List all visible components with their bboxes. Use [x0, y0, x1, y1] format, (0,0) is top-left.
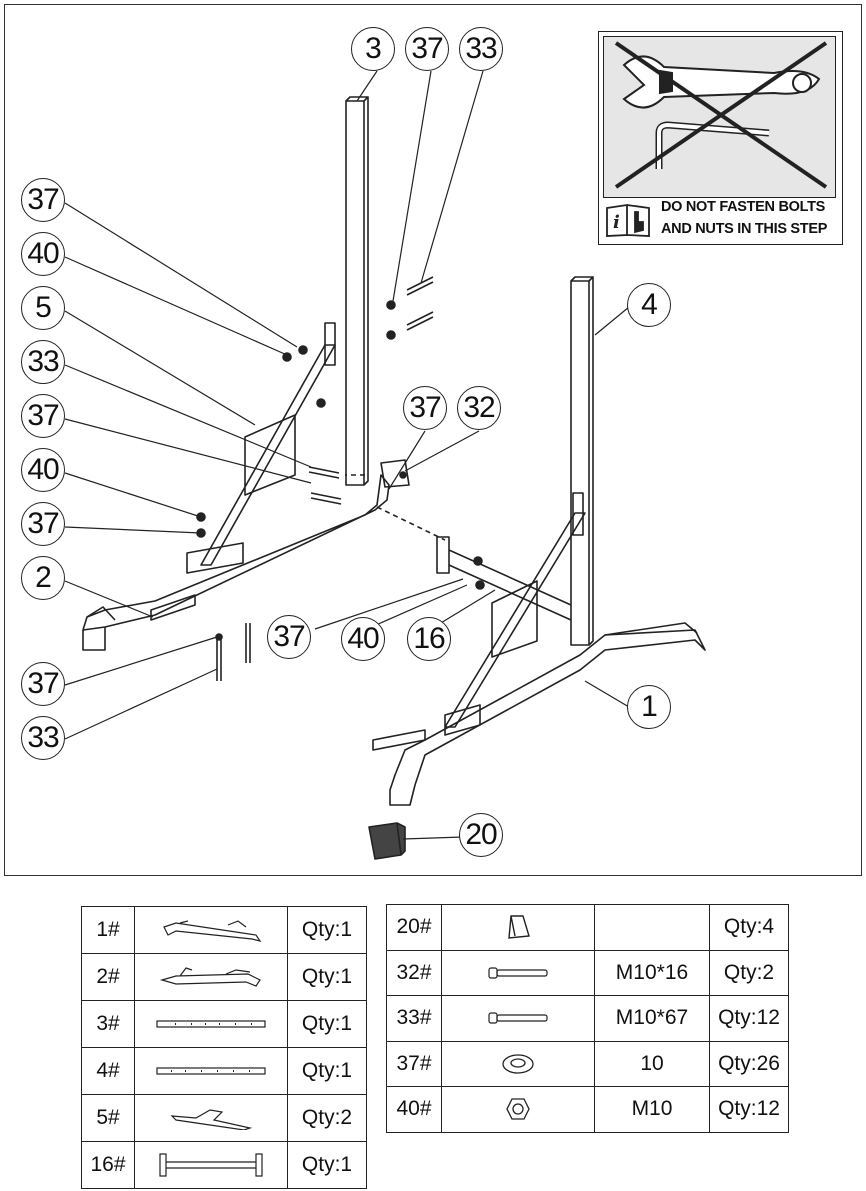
- part-2-thumbnail: [134, 953, 288, 1001]
- table-row: 40# M10 Qty:12: [386, 1086, 789, 1133]
- part-1-thumbnail: [134, 906, 288, 954]
- info-manual-icon: i: [605, 202, 651, 238]
- table-row: 32# M10*16 Qty:2: [386, 949, 789, 996]
- part-3-upright: [345, 96, 369, 486]
- table-row: 20# Qty:4: [386, 904, 789, 951]
- callout-37: 37: [21, 502, 65, 546]
- part-qty: Qty:1: [287, 1047, 367, 1095]
- callout-40: 40: [21, 448, 65, 492]
- part-number: 4#: [81, 1047, 135, 1095]
- exploded-view-drawing: [64, 70, 706, 860]
- callout-37: 37: [267, 615, 311, 659]
- part-number: 5#: [81, 1094, 135, 1142]
- part-spec: 10: [594, 1040, 710, 1087]
- callout-37: 37: [21, 178, 65, 222]
- callout-4: 4: [627, 283, 671, 327]
- table-row: 33# M10*67 Qty:12: [386, 995, 789, 1042]
- part-40-nut-thumbnail: [441, 1086, 595, 1133]
- callout-16: 16: [407, 617, 451, 661]
- part-4-upright: [570, 276, 594, 646]
- part-number: 32#: [386, 949, 442, 996]
- part-qty: Qty:2: [287, 1094, 367, 1142]
- callout-37: 37: [21, 394, 65, 438]
- table-row: 3# Qty:1: [81, 1000, 367, 1048]
- callout-20: 20: [459, 813, 503, 857]
- part-number: 3#: [81, 1000, 135, 1048]
- part-5-thumbnail: [134, 1094, 288, 1142]
- part-qty: Qty:2: [709, 949, 789, 996]
- callout-33: 33: [459, 27, 503, 71]
- callout-37: 37: [403, 386, 447, 430]
- parts-table-hardware: 20# Qty:4 32# M10*16 Qty:2 33# M10*67: [386, 904, 789, 1133]
- table-row: 2# Qty:1: [81, 953, 367, 1001]
- warning-line-2: AND NUTS IN THIS STEP: [661, 221, 828, 237]
- table-row: 37# 10 Qty:26: [386, 1040, 789, 1087]
- part-qty: Qty:1: [287, 953, 367, 1001]
- callout-40: 40: [21, 232, 65, 276]
- callout-1: 1: [627, 685, 671, 729]
- part-number: 16#: [81, 1141, 135, 1189]
- part-number: 20#: [386, 904, 442, 951]
- callout-2: 2: [21, 556, 65, 600]
- parts-table-frames: 1# Qty:1 2# Qty:1 3# Qty:1 4#: [81, 906, 367, 1189]
- callout-5: 5: [21, 286, 65, 330]
- callout-33: 33: [21, 716, 65, 760]
- part-1-base: [389, 629, 706, 806]
- callout-33: 33: [21, 340, 65, 384]
- part-3-thumbnail: [134, 1000, 288, 1048]
- part-number: 40#: [386, 1086, 442, 1133]
- callout-32: 32: [457, 386, 501, 430]
- table-row: 5# Qty:2: [81, 1094, 367, 1142]
- part-16-crossbar: [436, 536, 572, 621]
- part-20-foot-cap: [368, 822, 406, 860]
- warning-line-1: DO NOT FASTEN BOLTS: [661, 199, 826, 215]
- warning-box: i DO NOT FASTEN BOLTS AND NUTS IN THIS S…: [598, 31, 843, 245]
- table-row: 1# Qty:1: [81, 906, 367, 954]
- part-spec: [594, 904, 710, 951]
- part-qty: Qty:12: [709, 1086, 789, 1133]
- part-spec: M10*67: [594, 995, 710, 1042]
- callout-37: 37: [405, 27, 449, 71]
- callout-3: 3: [351, 27, 395, 71]
- part-33-bolt-thumbnail: [441, 995, 595, 1042]
- part-4-thumbnail: [134, 1047, 288, 1095]
- part-number: 33#: [386, 995, 442, 1042]
- part-number: 37#: [386, 1040, 442, 1087]
- part-37-washer-thumbnail: [441, 1040, 595, 1087]
- warning-text: DO NOT FASTEN BOLTS AND NUTS IN THIS STE…: [661, 196, 827, 240]
- callout-40: 40: [341, 617, 385, 661]
- part-qty: Qty:12: [709, 995, 789, 1042]
- part-number: 2#: [81, 953, 135, 1001]
- assembly-diagram: 3 37 33 37 40 5 33 37 40 37 2 37 33 4 37…: [4, 4, 862, 876]
- crossed-out-wrench-and-allen-key-icon: [603, 36, 836, 198]
- callout-37: 37: [21, 662, 65, 706]
- svg-text:i: i: [613, 212, 620, 233]
- part-20-thumbnail: [441, 904, 595, 951]
- part-qty: Qty:1: [287, 906, 367, 954]
- part-number: 1#: [81, 906, 135, 954]
- part-16-thumbnail: [134, 1141, 288, 1189]
- part-qty: Qty:1: [287, 1000, 367, 1048]
- table-row: 4# Qty:1: [81, 1047, 367, 1095]
- part-qty: Qty:4: [709, 904, 789, 951]
- part-qty: Qty:26: [709, 1040, 789, 1087]
- table-row: 16# Qty:1: [81, 1141, 367, 1189]
- part-qty: Qty:1: [287, 1141, 367, 1189]
- part-1-brace: [444, 512, 586, 736]
- part-spec: M10: [594, 1086, 710, 1133]
- part-32-bolt-thumbnail: [441, 949, 595, 996]
- part-spec: M10*16: [594, 949, 710, 996]
